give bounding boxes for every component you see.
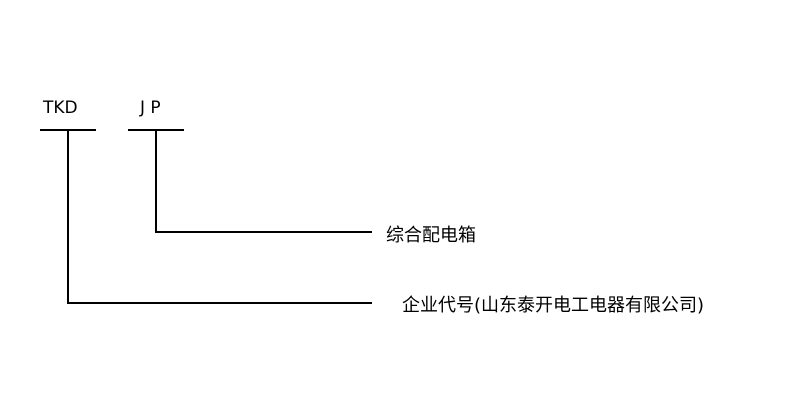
jp-connector bbox=[155, 130, 372, 233]
label-distribution-box: 综合配电箱 bbox=[386, 225, 476, 246]
code-jp: J P bbox=[140, 98, 161, 118]
code-tkd: TKD bbox=[43, 98, 78, 118]
tkd-connector bbox=[67, 130, 372, 304]
label-company-code: 企业代号(山东泰开电工电器有限公司) bbox=[402, 295, 705, 316]
